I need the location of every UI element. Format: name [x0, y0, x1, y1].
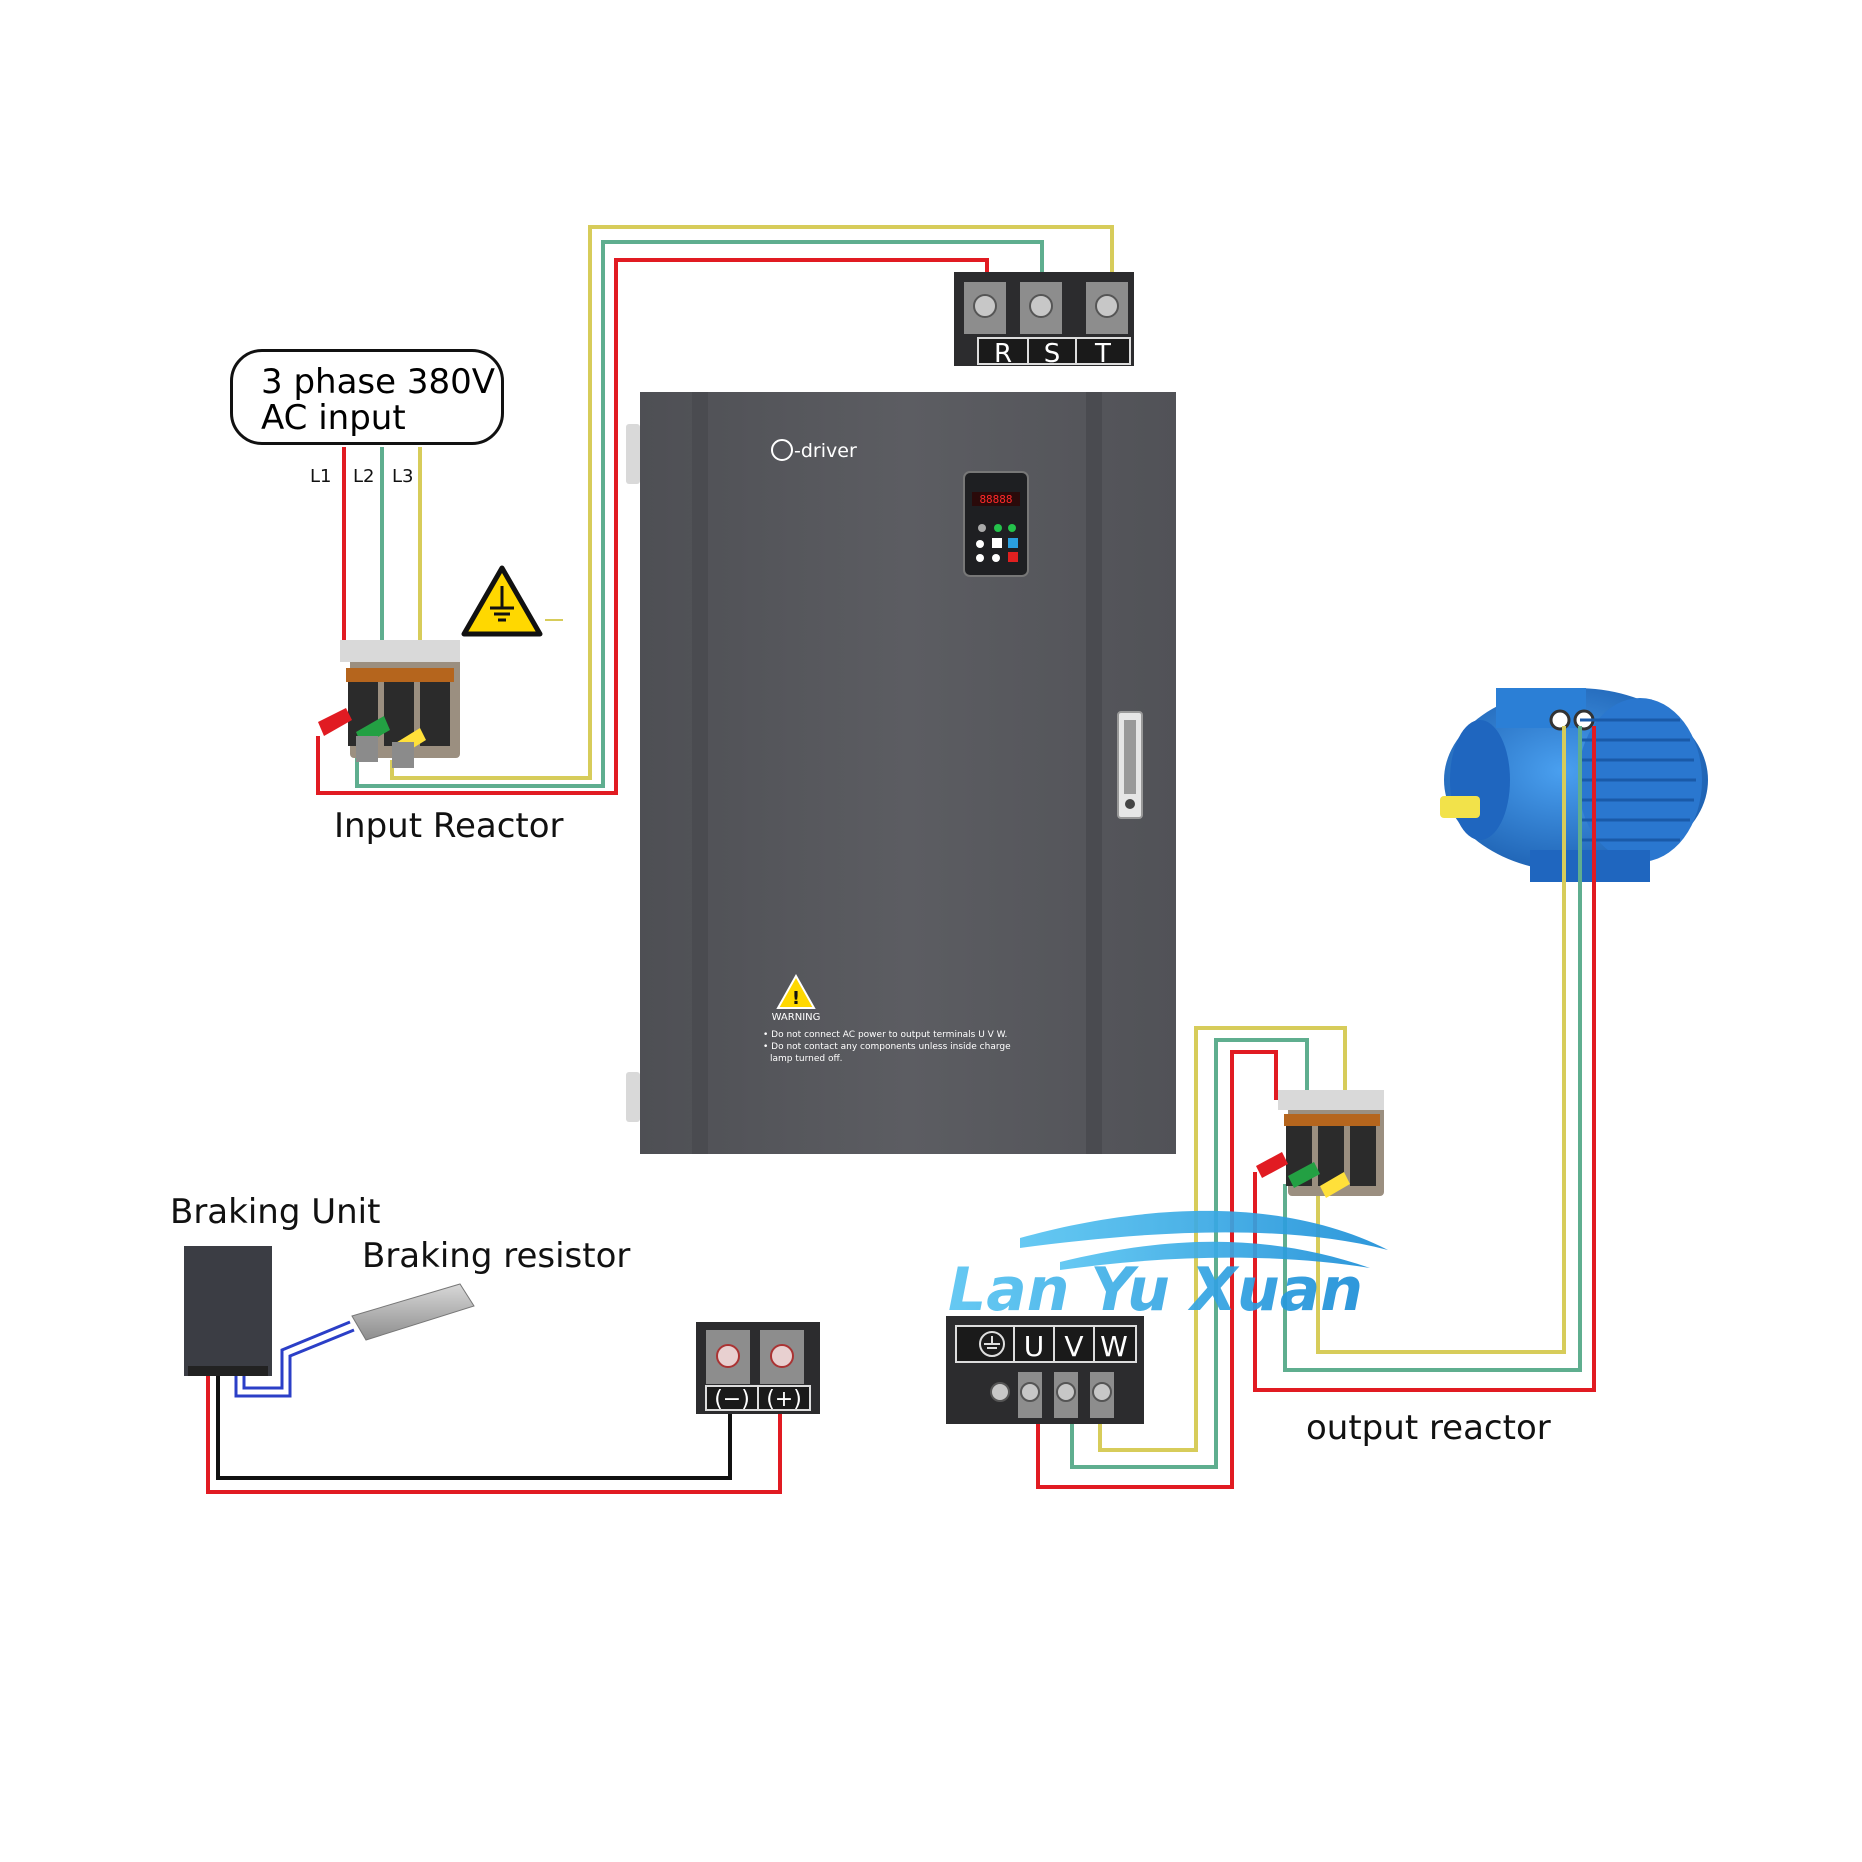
svg-text:!: !	[792, 988, 800, 1009]
wire-green-to-s	[355, 240, 1044, 788]
watermark: Lan Yu Xuan	[948, 1210, 1388, 1325]
warning-line-1: • Do not connect AC power to output term…	[763, 1030, 1007, 1040]
wire-reactor-motor-yellow	[1316, 726, 1566, 1354]
svg-text:88888: 88888	[979, 493, 1012, 506]
wire-u-red	[1036, 1050, 1278, 1489]
input-wires	[316, 225, 1114, 795]
motor	[1440, 688, 1708, 882]
drive-cabinet: -driver 88888 ! WARNING • Do not connect…	[626, 392, 1176, 1154]
output-reactor-label: output reactor	[1306, 1408, 1551, 1448]
warning-line-2: • Do not contact any components unless i…	[763, 1042, 1011, 1052]
ac-input-box: 3 phase 380V AC input	[230, 349, 504, 445]
wire-w-yellow	[1098, 1026, 1347, 1452]
ground-terminal-icon	[979, 1331, 1005, 1357]
wire-dc-black	[216, 1376, 732, 1480]
brand-logo-icon	[771, 439, 793, 461]
terminal-u-label: U	[1024, 1330, 1045, 1363]
brand-label: -driver	[794, 440, 857, 462]
wire-red-to-r	[316, 258, 989, 795]
dc-terminal-block: (−) (+)	[696, 1322, 820, 1414]
rst-terminal-block: R S T	[954, 272, 1134, 369]
ground-warning-icon	[461, 565, 543, 637]
braking-resistor-label: Braking resistor	[362, 1236, 631, 1276]
wire-yellow-to-t	[390, 225, 1114, 780]
uvw-terminal-block: U V W	[946, 1316, 1144, 1424]
ac-input-line-1: 3 phase 380V	[261, 362, 495, 402]
keypad: 88888	[963, 471, 1029, 577]
phase-label-l3: L3	[392, 466, 414, 487]
braking-unit-label: Braking Unit	[170, 1192, 381, 1232]
terminal-plus-label: (+)	[766, 1387, 802, 1412]
watermark-text: Lan Yu Xuan	[948, 1255, 1363, 1325]
wire-reactor-motor-red	[1253, 726, 1596, 1392]
braking-unit	[184, 1246, 272, 1376]
output-reactor	[1256, 1090, 1384, 1198]
ac-input-line-2: AC input	[261, 398, 406, 438]
terminal-r-label: R	[994, 339, 1012, 369]
braking-wires	[206, 1320, 782, 1494]
warning-title: WARNING	[772, 1012, 821, 1023]
phase-label-l1: L1	[310, 466, 332, 487]
warning-label: ! WARNING • Do not connect AC power to o…	[763, 973, 1011, 1064]
terminal-w-label: W	[1100, 1330, 1128, 1363]
warning-line-3: lamp turned off.	[770, 1054, 843, 1064]
phase-label-l2: L2	[353, 466, 375, 487]
terminal-t-label: T	[1094, 339, 1111, 369]
terminal-v-label: V	[1064, 1330, 1083, 1363]
terminal-s-label: S	[1044, 339, 1061, 369]
input-reactor-label: Input Reactor	[334, 806, 564, 846]
terminal-minus-label: (−)	[714, 1387, 750, 1412]
input-reactor	[318, 640, 460, 768]
braking-resistor	[351, 1283, 475, 1341]
wire-reactor-motor-green	[1283, 726, 1582, 1372]
wire-dc-red	[206, 1376, 782, 1494]
